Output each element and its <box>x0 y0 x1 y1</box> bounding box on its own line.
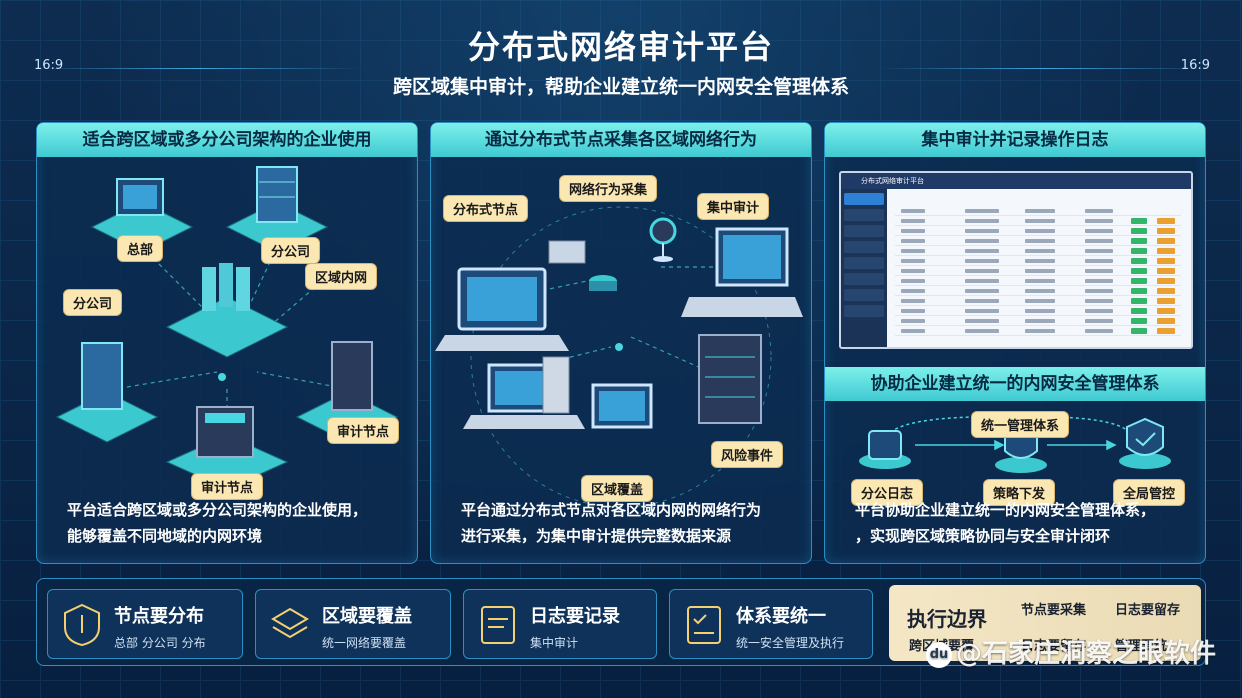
monitor-bottom-icon <box>591 383 653 429</box>
panel-heading: 集中审计并记录操作日志 <box>825 123 1205 157</box>
screenshot-title: 分布式网络审计平台 <box>841 173 1191 189</box>
tag-risk-event: 风险事件 <box>711 441 784 468</box>
watermark-badge-icon: du <box>925 641 952 668</box>
screenshot-sidebar <box>841 189 887 347</box>
card-region-coverage: 区域要覆盖 统一网络要覆盖 <box>255 589 451 659</box>
card-title: 节点要分布 <box>114 606 204 627</box>
table-row <box>895 257 1181 266</box>
tag-unified-system: 统一管理体系 <box>971 411 1070 438</box>
card-title: 体系要统一 <box>736 606 826 627</box>
unified-system-diagram <box>859 416 1171 473</box>
card-subtitle: 统一安全管理及执行 <box>736 636 845 650</box>
tag-distributed-node: 分布式节点 <box>443 195 529 222</box>
panel-central-audit: 集中审计并记录操作日志 分布式网络审计平台 协助企业建立统一的内网安全管理体系 … <box>824 122 1206 564</box>
boundary-item: 日志要留存 <box>1021 639 1087 654</box>
page-subtitle: 跨区域集中审计，帮助企业建立统一内网安全管理体系 <box>392 76 849 98</box>
panel-description: 平台协助企业建立统一的内网安全管理体系， ，实现跨区域策略协同与安全审计闭环 <box>855 501 1156 545</box>
table-row <box>895 287 1181 296</box>
laptop-left-icon <box>435 267 569 351</box>
table-row <box>895 327 1181 336</box>
bottom-strip: 节点要分布 总部 分公司 分布 区域要覆盖 统一网络要覆盖 日志要记录 集中审计… <box>36 578 1206 666</box>
card-subtitle: 总部 分公司 分布 <box>114 636 206 650</box>
radar-icon <box>649 217 677 262</box>
table-row <box>895 297 1181 306</box>
card-subtitle: 统一网络要覆盖 <box>322 636 407 650</box>
audit-platform-screenshot: 分布式网络审计平台 <box>839 171 1193 349</box>
watermark: du@石家庄洞察之眼软件 <box>925 633 1216 670</box>
panel-heading: 适合跨区域或多分公司架构的企业使用 <box>37 123 417 157</box>
checklist-icon <box>687 606 721 644</box>
boundary-item: 管理要统 <box>1115 639 1168 654</box>
tag-behavior-collection: 网络行为采集 <box>559 175 658 202</box>
panel-heading: 通过分布式节点采集各区域网络行为 <box>431 123 811 157</box>
tag-branch: 分公司 <box>261 237 321 264</box>
card-title: 日志要记录 <box>530 606 620 627</box>
table-row <box>895 267 1181 276</box>
shield-icon <box>64 603 100 647</box>
card-subtitle: 集中审计 <box>530 636 579 650</box>
page-title: 分布式网络审计平台 <box>467 28 774 66</box>
boundary-item: 节点要采集 <box>1021 603 1087 618</box>
tag-policy-dispatch: 策略下发 <box>983 479 1056 506</box>
tag-global-control: 全局管控 <box>1113 479 1186 506</box>
ratio-label-right: 16:9 <box>1180 58 1210 73</box>
multi-branch-diagram <box>55 166 399 490</box>
switch-icon <box>548 240 586 264</box>
table-row <box>895 207 1181 216</box>
card-node-distribution: 节点要分布 总部 分公司 分布 <box>47 589 243 659</box>
storage-icon <box>589 275 617 291</box>
branch-log-icon <box>859 430 911 469</box>
tag-branch-log: 分公日志 <box>851 479 924 506</box>
boundary-title: 执行边界 <box>907 607 987 631</box>
header-line-left <box>30 68 360 69</box>
branch-office-icon <box>55 342 159 443</box>
server-rack-icon <box>698 334 762 424</box>
layers-icon <box>271 607 309 639</box>
watermark-text: @石家庄洞察之眼软件 <box>955 639 1216 669</box>
card-title: 区域要覆盖 <box>322 606 412 627</box>
central-server-icon <box>165 263 289 358</box>
table-row <box>895 277 1181 286</box>
global-control-shield-icon <box>1119 417 1171 469</box>
document-icon <box>481 606 515 644</box>
tag-branch-2: 分公司 <box>63 289 123 316</box>
table-row <box>895 217 1181 226</box>
panel-distributed-nodes: 通过分布式节点采集各区域网络行为 <box>430 122 812 564</box>
card-unified-system: 体系要统一 统一安全管理及执行 <box>669 589 873 659</box>
panel-subheading: 协助企业建立统一的内网安全管理体系 <box>825 367 1205 401</box>
table-row <box>895 227 1181 236</box>
card-log-recording: 日志要记录 集中审计 <box>463 589 657 659</box>
table-row <box>895 307 1181 316</box>
tag-hq: 总部 <box>117 235 164 262</box>
ratio-label-left: 16:9 <box>34 58 64 73</box>
boundary-item: 日志要留存 <box>1115 603 1181 618</box>
table-row <box>895 247 1181 256</box>
tag-central-audit: 集中审计 <box>697 193 770 220</box>
table-row <box>895 237 1181 246</box>
panel-description: 平台适合跨区域或多分公司架构的企业使用， 能够覆盖不同地域的内网环境 <box>67 501 368 545</box>
tag-audit-node-right: 审计节点 <box>327 417 400 444</box>
panel-multi-branch: 适合跨区域或多分公司架构的企业使用 <box>36 122 418 564</box>
panel-description: 平台通过分布式节点对各区域内网的网络行为 进行采集，为集中审计提供完整数据来源 <box>461 501 762 545</box>
tag-audit-node-bottom: 审计节点 <box>191 473 264 500</box>
distributed-nodes-diagram <box>435 206 803 508</box>
tag-region-coverage: 区域覆盖 <box>581 475 654 502</box>
tower-server-icon <box>542 356 570 414</box>
header-line-right <box>880 68 1210 69</box>
table-row <box>895 317 1181 326</box>
tag-region-intranet: 区域内网 <box>305 263 378 290</box>
monitor-right-icon <box>681 227 803 317</box>
